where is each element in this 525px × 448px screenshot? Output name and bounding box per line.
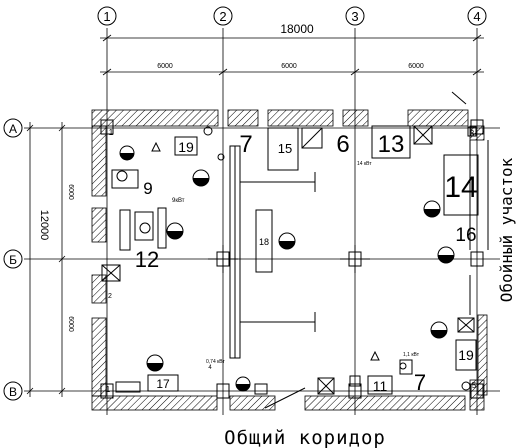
equip-7-bottom: 7: [414, 370, 426, 395]
power-label-b: 14 кВт: [357, 161, 372, 167]
axis-label-col-1: 1: [103, 9, 110, 24]
axis-label-col-3: 3: [351, 9, 358, 24]
row-axis-markers: А Б В: [3, 118, 23, 401]
dimension-span-v1: 6000: [67, 184, 74, 200]
dimension-span-3: 6000: [408, 63, 424, 70]
equip-5-bottom: 5: [472, 381, 477, 390]
equip-1-top: 1: [109, 128, 114, 137]
equip-17: 17: [156, 377, 170, 391]
equip-11: 11: [373, 378, 388, 394]
equip-4-mid: 4: [208, 365, 212, 371]
equip-14: 14: [444, 171, 477, 204]
dimension-overall-horizontal: 18000: [280, 22, 314, 36]
interior-lines: [229, 91, 489, 409]
equip-16: 16: [455, 225, 476, 246]
corridor-label: Общий коридор: [224, 427, 386, 448]
axis-label-row-b: Б: [9, 253, 17, 267]
walls: [91, 109, 488, 411]
equip-9: 9: [143, 179, 152, 198]
equip-13: 13: [378, 131, 405, 158]
equip-3-top: 3: [470, 129, 475, 138]
equip-1-bottom: 1: [106, 385, 111, 394]
dimension-lines-horizontal: [100, 34, 484, 76]
equip-19-bottom: 19: [458, 347, 474, 363]
power-labels: 9кВт 14 кВт 0,74 кВт 1,1 кВт: [172, 161, 420, 365]
column-axis-markers: 1 2 3 4: [97, 6, 487, 26]
column-axis-lines: [106, 28, 478, 415]
equip-6: 6: [336, 131, 349, 158]
dimension-span-v2: 6000: [67, 316, 74, 332]
power-label-c: 0,74 кВт: [206, 359, 225, 365]
equip-15: 15: [278, 141, 292, 156]
axis-label-col-4: 4: [473, 9, 480, 24]
equip-19-top: 19: [178, 139, 194, 155]
lamps: [119, 145, 455, 392]
dimension-span-2: 6000: [281, 63, 297, 70]
section-label: Обойный участок: [497, 157, 516, 302]
equip-2-left: 2: [108, 293, 112, 300]
equip-18: 18: [259, 237, 269, 247]
dimension-lines-vertical: [26, 122, 66, 397]
power-label-d: 1,1 кВт: [403, 352, 420, 358]
dimension-span-1: 6000: [157, 63, 173, 70]
column-crosses: [100, 119, 484, 399]
equip-12: 12: [135, 247, 159, 272]
equip-7-top: 7: [239, 131, 252, 158]
axis-label-col-2: 2: [219, 9, 226, 24]
power-label-a: 9кВт: [172, 198, 185, 204]
equipment-number-labels: 19 7 15 6 13 9 12 18 14 16 17 11 7 19 1 …: [106, 128, 478, 395]
dimension-overall-vertical: 12000: [38, 210, 50, 241]
symbols: [116, 126, 471, 391]
axis-label-row-v: В: [9, 385, 17, 399]
axis-label-row-a: А: [9, 122, 17, 136]
